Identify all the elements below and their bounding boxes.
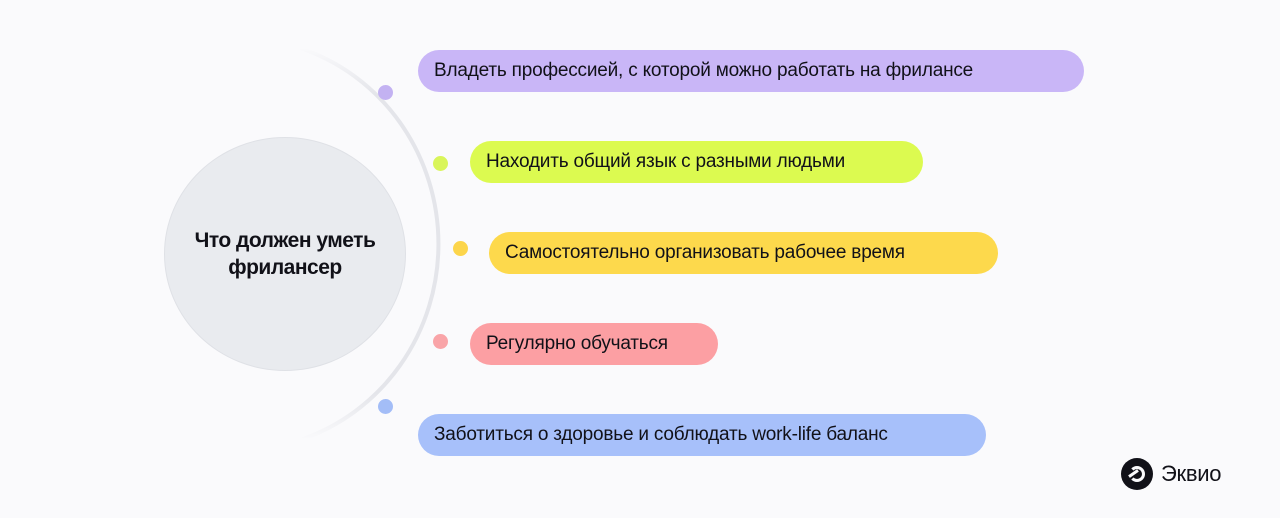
brand-name: Эквио — [1161, 461, 1222, 486]
skill-item-label: Владеть профессией, с которой можно рабо… — [434, 60, 974, 81]
item-dot-1 — [378, 85, 393, 100]
skill-item-label: Находить общий язык с разными людьми — [486, 151, 846, 172]
skill-item-learning: Регулярно обучаться — [470, 323, 718, 365]
skill-item-label: Самостоятельно организовать рабочее врем… — [505, 242, 905, 263]
skill-item-label: Регулярно обучаться — [486, 333, 668, 354]
skill-item-profession: Владеть профессией, с которой можно рабо… — [418, 50, 1084, 92]
skill-item-time-management: Самостоятельно организовать рабочее врем… — [489, 232, 998, 274]
brand-logo: Эквио — [1121, 458, 1221, 490]
central-topic-circle: Что должен уметь фрилансер — [164, 137, 406, 371]
skill-item-health-balance: Заботиться о здоровье и соблюдать work-l… — [418, 414, 986, 456]
central-topic-title: Что должен уметь фрилансер — [194, 229, 376, 279]
item-dot-3 — [453, 241, 468, 256]
ekvio-logo-icon — [1121, 458, 1153, 490]
item-dot-2 — [433, 156, 448, 171]
skill-item-communication: Находить общий язык с разными людьми — [470, 141, 923, 183]
item-dot-4 — [433, 334, 448, 349]
item-dot-5 — [378, 399, 393, 414]
skill-item-label: Заботиться о здоровье и соблюдать work-l… — [434, 424, 888, 445]
